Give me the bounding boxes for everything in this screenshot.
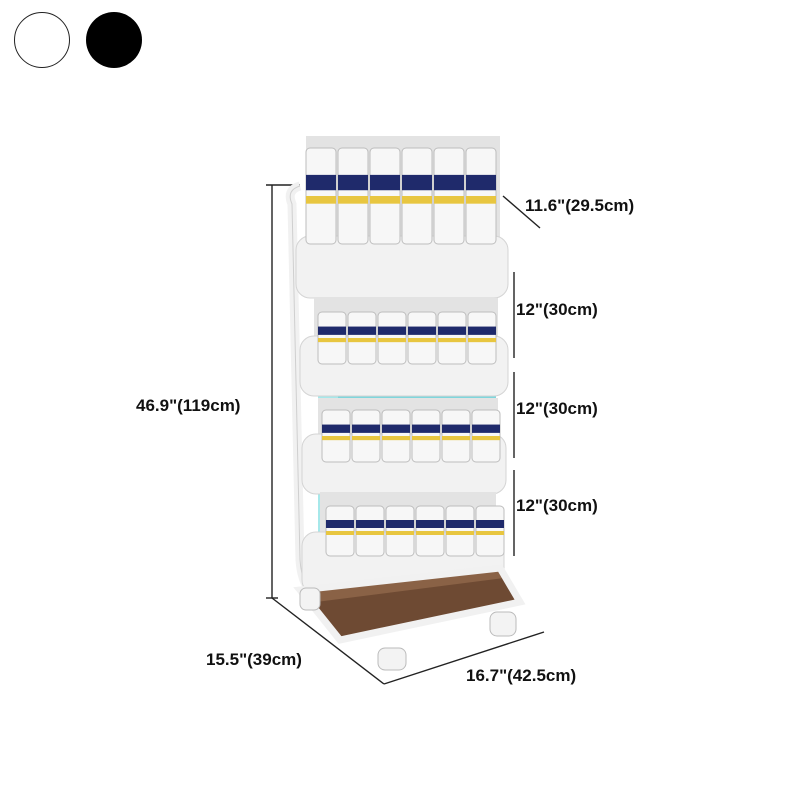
can-label — [352, 424, 380, 433]
width-base-label: 16.7"(42.5cm) — [466, 666, 577, 685]
can-label — [322, 424, 350, 433]
dimension-lines — [266, 184, 545, 685]
can-label — [466, 174, 496, 191]
color-swatch-white[interactable] — [14, 12, 70, 68]
can-label — [446, 520, 474, 528]
can-stripe — [468, 338, 496, 343]
can-stripe — [382, 436, 410, 441]
can-label — [348, 326, 376, 335]
can-label — [472, 424, 500, 433]
can-label — [468, 326, 496, 335]
can-label — [356, 520, 384, 528]
can-label — [476, 520, 504, 528]
can-stripe — [386, 531, 414, 535]
depth-base-label: 15.5"(39cm) — [206, 650, 302, 669]
can-label — [338, 174, 368, 191]
can-label — [326, 520, 354, 528]
can-stripe — [412, 436, 440, 441]
can-label — [378, 326, 406, 335]
can-label — [434, 174, 464, 191]
can-label — [442, 424, 470, 433]
can-label — [306, 174, 336, 191]
can-stripe — [326, 531, 354, 535]
can-stripe — [306, 196, 336, 204]
tier-gap-label-3: 12"(30cm) — [516, 496, 598, 515]
can-stripe — [352, 436, 380, 441]
can-label — [402, 174, 432, 191]
can-stripe — [322, 436, 350, 441]
tier-gap-label-1: 12"(30cm) — [516, 300, 598, 319]
beer-cans — [305, 147, 505, 557]
can-stripe — [356, 531, 384, 535]
can-label — [386, 520, 414, 528]
can-label — [438, 326, 466, 335]
can-label — [382, 424, 410, 433]
can-stripe — [446, 531, 474, 535]
can-stripe — [378, 338, 406, 343]
can-label — [318, 326, 346, 335]
can-stripe — [438, 338, 466, 343]
can-label — [416, 520, 444, 528]
tier-gap-label-2: 12"(30cm) — [516, 399, 598, 418]
can-stripe — [348, 338, 376, 343]
can-stripe — [402, 196, 432, 204]
can-stripe — [408, 338, 436, 343]
can-stripe — [318, 338, 346, 343]
can-stripe — [370, 196, 400, 204]
height-label: 46.9"(119cm) — [136, 396, 241, 415]
can-stripe — [338, 196, 368, 204]
can-stripe — [472, 436, 500, 441]
can-stripe — [476, 531, 504, 535]
can-label — [412, 424, 440, 433]
can-label — [370, 174, 400, 191]
can-stripe — [466, 196, 496, 204]
can-label — [408, 326, 436, 335]
casters — [299, 587, 517, 671]
base-frame — [293, 564, 526, 644]
can-stripe — [434, 196, 464, 204]
depth-top-label: 11.6"(29.5cm) — [525, 196, 635, 215]
color-swatch-black[interactable] — [86, 12, 142, 68]
can-stripe — [442, 436, 470, 441]
can-stripe — [416, 531, 444, 535]
